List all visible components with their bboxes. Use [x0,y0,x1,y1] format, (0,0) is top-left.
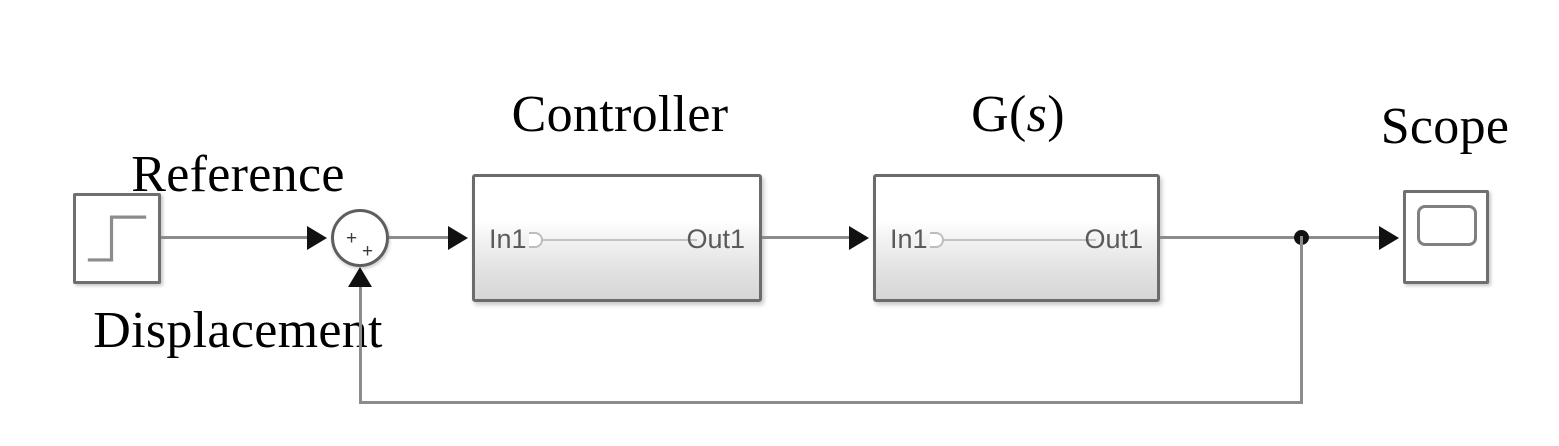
controller-out-port-label: Out1 [686,224,745,254]
sum-sign-bottom: + [362,241,374,262]
wire-feedback-vertical-left [359,287,362,404]
label-plant-prefix: G( [971,86,1027,143]
wire-step-to-sum [161,236,307,239]
label-plant: G(s) [878,86,1158,143]
controller-in-port-icon [529,232,543,248]
scope-screen-icon [1417,205,1477,246]
plant-subsystem-block[interactable]: In1 Out1 [873,174,1160,302]
arrow-into-sum-feedback [348,267,372,287]
sum-junction-block[interactable]: + + [331,209,389,267]
step-waveform-icon [87,215,147,262]
plant-internal-wire [940,239,1096,241]
controller-subsystem-block[interactable]: In1 Out1 [472,174,762,302]
arrow-into-scope [1379,226,1399,250]
arrow-into-plant [849,226,869,250]
label-reference-displacement: Reference Displacement [28,45,448,446]
controller-in-port-label: In1 [489,224,527,254]
label-reference-line1: Reference [131,146,345,203]
label-plant-var: s [1026,86,1048,143]
sum-sign-left: + [346,228,358,249]
scope-block[interactable] [1403,190,1489,284]
plant-in-port-icon [930,232,944,248]
step-source-block[interactable] [73,193,161,284]
controller-internal-wire [539,239,697,241]
label-scope: Scope [1380,98,1510,155]
plant-in-port-label: In1 [890,224,928,254]
label-controller: Controller [511,86,729,143]
arrow-into-controller [448,226,468,250]
label-plant-suffix: ) [1047,86,1065,143]
label-reference-line2: Displacement [93,302,383,359]
arrow-into-sum [307,226,327,250]
wire-feedback-vertical-right [1300,236,1303,404]
wire-controller-to-plant [762,236,849,239]
wire-sum-to-controller [389,236,448,239]
wire-plant-to-scope [1160,236,1379,239]
wire-feedback-horizontal [359,401,1303,404]
plant-out-port-label: Out1 [1084,224,1143,254]
